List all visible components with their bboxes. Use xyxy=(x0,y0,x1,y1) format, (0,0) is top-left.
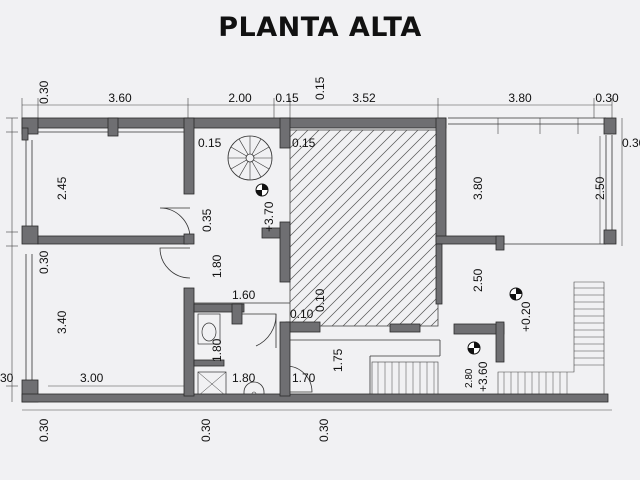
hatch-line xyxy=(486,126,640,326)
hatch-line xyxy=(290,130,386,226)
left-dim-30: 30 xyxy=(0,371,14,385)
bath-180v-label: 1.80 xyxy=(210,338,224,362)
spiral-spoke xyxy=(253,146,270,157)
level-markers xyxy=(255,183,523,355)
spiral-spoke xyxy=(238,161,249,178)
hatch-line xyxy=(290,142,438,292)
hatch-line xyxy=(290,153,438,303)
dim-250-label: 2.50 xyxy=(471,268,485,292)
plan-title: PLANTA ALTA xyxy=(218,12,422,43)
hatch-line xyxy=(290,130,364,204)
left-dim-3: 0.30 xyxy=(37,250,51,274)
dim-010b-label: 0.10 xyxy=(290,307,314,321)
right-dim-2: 2.50 xyxy=(593,176,607,200)
level-360-label: +3.60 xyxy=(476,361,490,392)
hatch-line xyxy=(290,130,397,237)
doors xyxy=(159,207,313,393)
hatch-line xyxy=(442,126,640,326)
hall-180-label: 1.80 xyxy=(210,254,224,278)
hatch-line xyxy=(290,175,438,325)
hatch-line xyxy=(290,130,408,248)
hatch-line xyxy=(290,130,331,171)
stair-left-dim: 0.15 xyxy=(198,136,222,150)
hatch-line xyxy=(475,126,640,326)
dim-010a-label: 0.10 xyxy=(313,288,327,312)
bottom-dim-3: 0.30 xyxy=(317,418,331,442)
right-dim-1: 0.30 xyxy=(622,136,640,150)
hatch-line xyxy=(331,219,438,326)
walls xyxy=(21,117,617,403)
top-dim-2: 2.00 xyxy=(228,91,252,105)
hatch-line xyxy=(290,164,438,314)
hatch-line xyxy=(309,197,438,326)
hatch-line xyxy=(290,130,353,193)
top-dim-7: 0.30 xyxy=(595,91,619,105)
stair-right-dim: 0.15 xyxy=(292,136,316,150)
bottom-dim-2: 0.30 xyxy=(199,418,213,442)
spiral-spoke xyxy=(230,146,247,157)
spiral-spoke xyxy=(251,161,262,178)
dim-300-label: 3.00 xyxy=(80,371,104,385)
hatch-line xyxy=(464,126,640,326)
level-marker-upper xyxy=(255,183,269,197)
top-dim-3: 0.15 xyxy=(275,91,299,105)
hatch-line xyxy=(364,252,438,326)
hatch-line xyxy=(386,274,438,326)
hatch-line xyxy=(375,263,438,326)
level-marker-360 xyxy=(467,341,481,355)
left-dim-2: 2.45 xyxy=(55,176,69,200)
dimension-lines xyxy=(6,98,623,411)
hatch-line xyxy=(397,285,438,326)
top-dim-5: 3.52 xyxy=(352,91,376,105)
hatch-line xyxy=(290,130,320,160)
dim-175-label: 1.75 xyxy=(331,348,345,372)
level-marker-020 xyxy=(509,287,523,301)
spiral-spoke xyxy=(253,159,270,170)
hall-160-label: 1.60 xyxy=(232,288,256,302)
hatch-line xyxy=(290,130,430,270)
lower-stair xyxy=(371,281,605,400)
hatch-line xyxy=(430,318,438,326)
thin-lines xyxy=(25,117,613,398)
hatch-line xyxy=(290,131,438,281)
left-dim-4: 3.40 xyxy=(55,310,69,334)
hatch-line xyxy=(290,130,342,182)
wall-035-label: 0.35 xyxy=(200,208,214,232)
hatch-line xyxy=(342,230,438,326)
dim-170-label: 1.70 xyxy=(292,371,316,385)
hatched-void xyxy=(289,126,640,327)
spiral-spoke xyxy=(238,138,249,155)
dim-380-label: 3.80 xyxy=(471,176,485,200)
top-dim-6: 3.80 xyxy=(508,91,532,105)
spiral-stair xyxy=(227,135,273,181)
hatch-line xyxy=(290,130,419,259)
left-dim-1: 0.30 xyxy=(37,80,51,104)
dim-280-label: 2.80 xyxy=(464,368,475,388)
hatch-line xyxy=(320,208,438,326)
hatch-line xyxy=(298,186,438,326)
bottom-dim-1: 0.30 xyxy=(37,418,51,442)
hatch-line xyxy=(353,241,438,326)
spiral-spoke xyxy=(230,159,247,170)
bath-fixtures xyxy=(197,313,265,400)
top-dim-4: 0.15 xyxy=(313,76,327,100)
hatch-line xyxy=(290,130,375,215)
spiral-spoke xyxy=(251,138,262,155)
top-dim-1: 3.60 xyxy=(108,91,132,105)
level-020-label: +0.20 xyxy=(519,301,533,332)
bath-180h-label: 1.80 xyxy=(232,371,256,385)
level-upper-label: +3.70 xyxy=(262,201,276,232)
